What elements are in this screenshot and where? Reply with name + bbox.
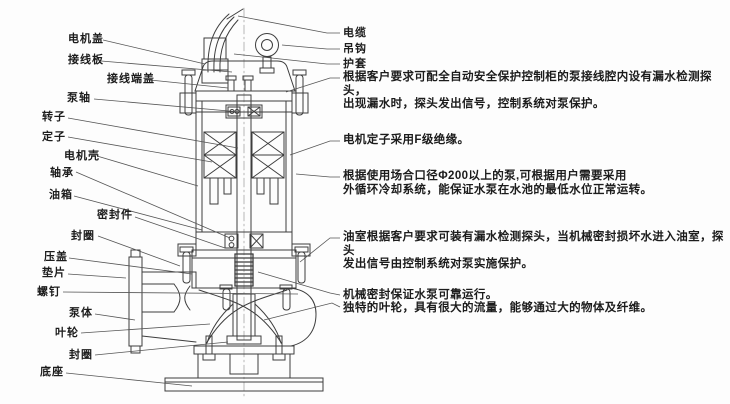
base-stand	[164, 335, 324, 392]
label-sheath: 护套	[343, 58, 367, 70]
note-leak-probe-terminal: 根据客户要求可配全自动安全保护控制柜的泵接线腔内设有漏水检测探头， 出现漏水时，…	[343, 71, 712, 110]
label-hook: 吊钩	[343, 43, 367, 55]
label-gland: 压盖	[44, 251, 68, 263]
label-impeller: 叶轮	[55, 327, 79, 339]
note-f-class-insulation: 电机定子采用F级绝缘。	[343, 134, 470, 146]
note-mechanical-seal: 机械密封保证水泵可靠运行。	[343, 289, 498, 301]
label-screw: 螺钉	[37, 286, 61, 298]
label-oil-tank: 油箱	[49, 189, 73, 201]
note-oil-chamber-probe: 油室根据客户要求可装有漏水检测探头，当机械密封损坏水进入油室，探头 发出信号由控…	[343, 231, 724, 270]
label-motor-cover: 电机盖	[68, 33, 104, 45]
label-seal-ring-upper: 封圈	[71, 230, 95, 242]
impeller	[206, 293, 282, 345]
label-seal-ring-lower: 封圈	[69, 349, 93, 361]
label-rotor: 转子	[42, 111, 66, 123]
label-terminal-board: 接线板	[68, 54, 104, 66]
label-terminal-end-cover: 接线端盖	[107, 73, 155, 85]
label-cable: 电缆	[343, 27, 367, 39]
lifting-hook-icon	[255, 33, 279, 74]
pump-volute	[195, 284, 317, 347]
label-gasket: 垫片	[42, 267, 66, 279]
stator-coil-left	[203, 131, 237, 179]
power-cable-lines	[207, 8, 244, 73]
label-base: 底座	[40, 366, 64, 378]
leader-lines-left	[62, 39, 299, 387]
discharge-flange	[128, 249, 197, 354]
mechanical-seal-spring	[234, 253, 254, 287]
note-impeller-feature: 独特的叶轮，具有很大的流量，能够通过大的物体及纤维。	[343, 302, 653, 314]
label-pump-shaft: 泵轴	[67, 92, 91, 104]
tie-bolts-upper	[181, 69, 307, 116]
label-pump-body: 泵体	[69, 307, 93, 319]
pump-shaft	[236, 94, 252, 341]
label-bearing: 轴承	[50, 167, 74, 179]
label-stator: 定子	[42, 131, 66, 143]
stator-coil-right	[251, 131, 285, 179]
leader-lines-right	[233, 15, 341, 321]
note-cooling-system: 根据使用场合口径Φ200以上的泵,可根据用户需要采用 外循环冷却系统，能保证水泵…	[343, 170, 653, 196]
label-seal-parts: 密封件	[97, 209, 133, 221]
label-motor-casing: 电机壳	[64, 150, 100, 162]
